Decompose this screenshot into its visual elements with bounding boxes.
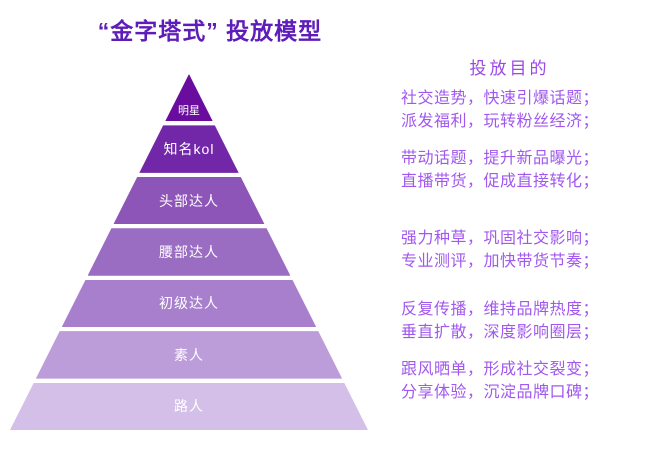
pyramid-tier: 头部达人 xyxy=(113,177,264,224)
goal-line: 直播带货，促成直接转化； xyxy=(401,173,600,190)
goal-line: 垂直扩散，深度影响圈层； xyxy=(401,324,600,341)
goal-paragraph: 社交造势，快速引爆话题； 派发福利，玩转粉丝经济； xyxy=(401,87,646,133)
goal-paragraph: 强力种草，巩固社交影响； 专业测评，加快带货节奏； xyxy=(401,227,646,273)
pyramid-tier: 路人 xyxy=(10,383,368,430)
pyramid-tier: 知名kol xyxy=(139,125,238,172)
goal-line: 强力种草，巩固社交影响； xyxy=(401,230,600,247)
tier-label: 知名kol xyxy=(163,141,215,158)
tier-label: 初级达人 xyxy=(158,295,219,312)
pyramid-tier: 初级达人 xyxy=(62,280,317,327)
tier-label: 素人 xyxy=(173,346,204,363)
goal-line: 社交造势，快速引爆话题； xyxy=(401,90,600,107)
pyramid-tier: 素人 xyxy=(36,331,342,378)
tier-label: 路人 xyxy=(174,398,204,415)
right-panel-header: 投放目的 xyxy=(469,59,550,78)
pyramid-tier: 腰部达人 xyxy=(88,228,291,275)
goal-line: 分享体验，沉淀品牌口碑； xyxy=(401,384,600,401)
tier-label: 头部达人 xyxy=(158,192,219,209)
goal-line: 带动话题，提升新品曝光； xyxy=(401,150,600,167)
goal-paragraph: 反复传播，维持品牌热度； 垂直扩散，深度影响圈层； xyxy=(401,298,646,344)
goal-paragraph: 带动话题，提升新品曝光； 直播带货，促成直接转化； xyxy=(401,147,646,193)
goal-line: 派发福利，玩转粉丝经济； xyxy=(401,113,600,130)
tier-label: 明星 xyxy=(177,105,200,118)
goal-paragraph: 跟风晒单，形成社交裂变； 分享体验，沉淀品牌口碑； xyxy=(401,358,646,404)
page-title: “金字塔式” 投放模型 xyxy=(97,18,323,44)
goal-line: 反复传播，维持品牌热度； xyxy=(401,301,600,318)
pyramid-tier: 明星 xyxy=(165,74,213,121)
goal-line: 跟风晒单，形成社交裂变； xyxy=(401,361,600,378)
goal-line: 专业测评，加快带货节奏； xyxy=(401,253,600,270)
tier-label: 腰部达人 xyxy=(158,243,219,260)
pyramid-diagram: 明星知名kol 头部达人腰部达人初级达人素人路人 xyxy=(0,0,430,462)
